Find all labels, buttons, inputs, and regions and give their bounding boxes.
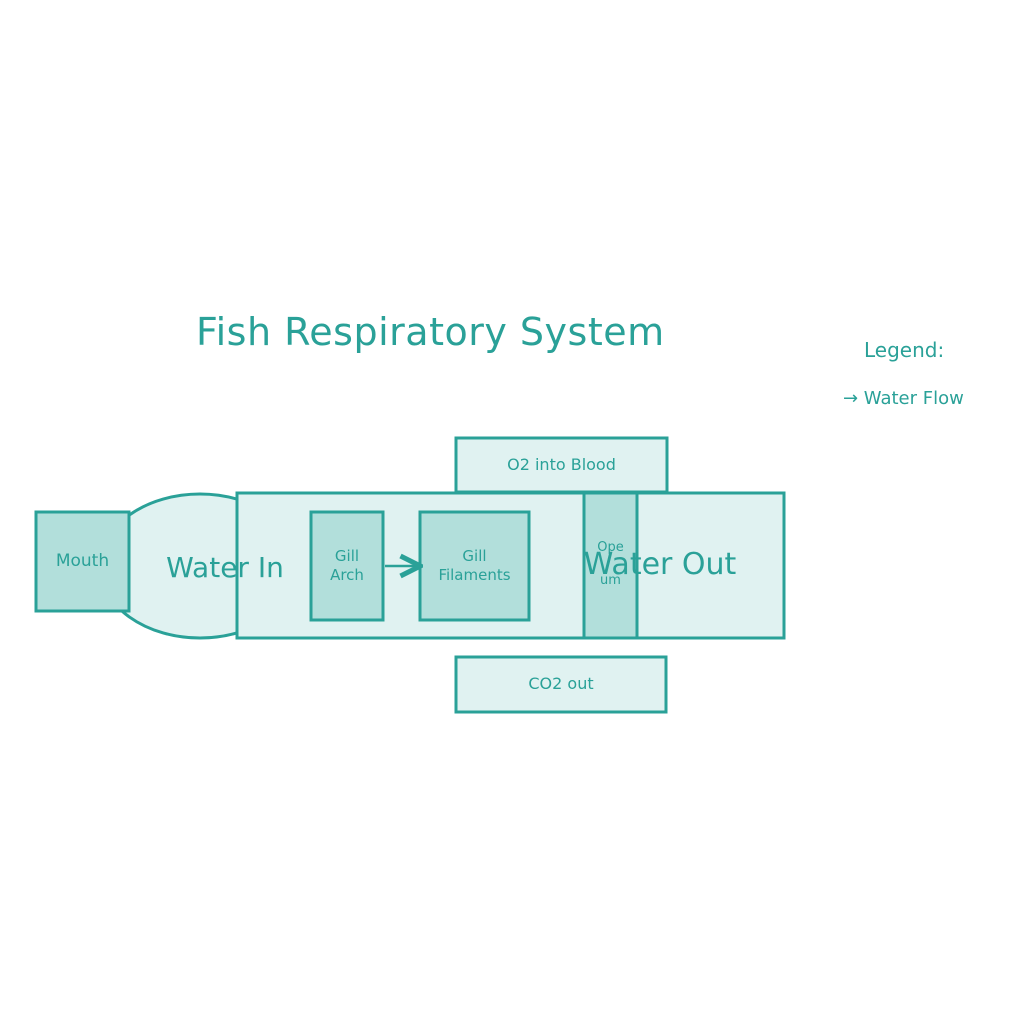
mouth-label: Mouth [55,551,110,572]
o2-into-blood-label: O2 into Blood [507,454,616,474]
gill-filaments-label: Gill Filaments [438,546,511,585]
water-out-label: Water Out [583,546,737,582]
gill-arch-shape [309,510,385,622]
co2-out-shape [454,655,668,714]
legend-item-water-flow: → Water Flow [843,388,964,409]
gill-filaments-shape [418,510,531,622]
operculum-shape [582,491,639,640]
mouth-shape [34,510,131,613]
co2-out-label: CO2 out [528,674,594,694]
water-in-label: Water In [166,550,284,584]
operculum-label: Ope um [597,539,624,589]
legend-title: Legend: [864,338,945,362]
diagram-title: Fish Respiratory System [196,310,665,354]
gill-arch-label: Gill Arch [330,546,364,585]
o2-into-blood-shape [454,436,669,494]
